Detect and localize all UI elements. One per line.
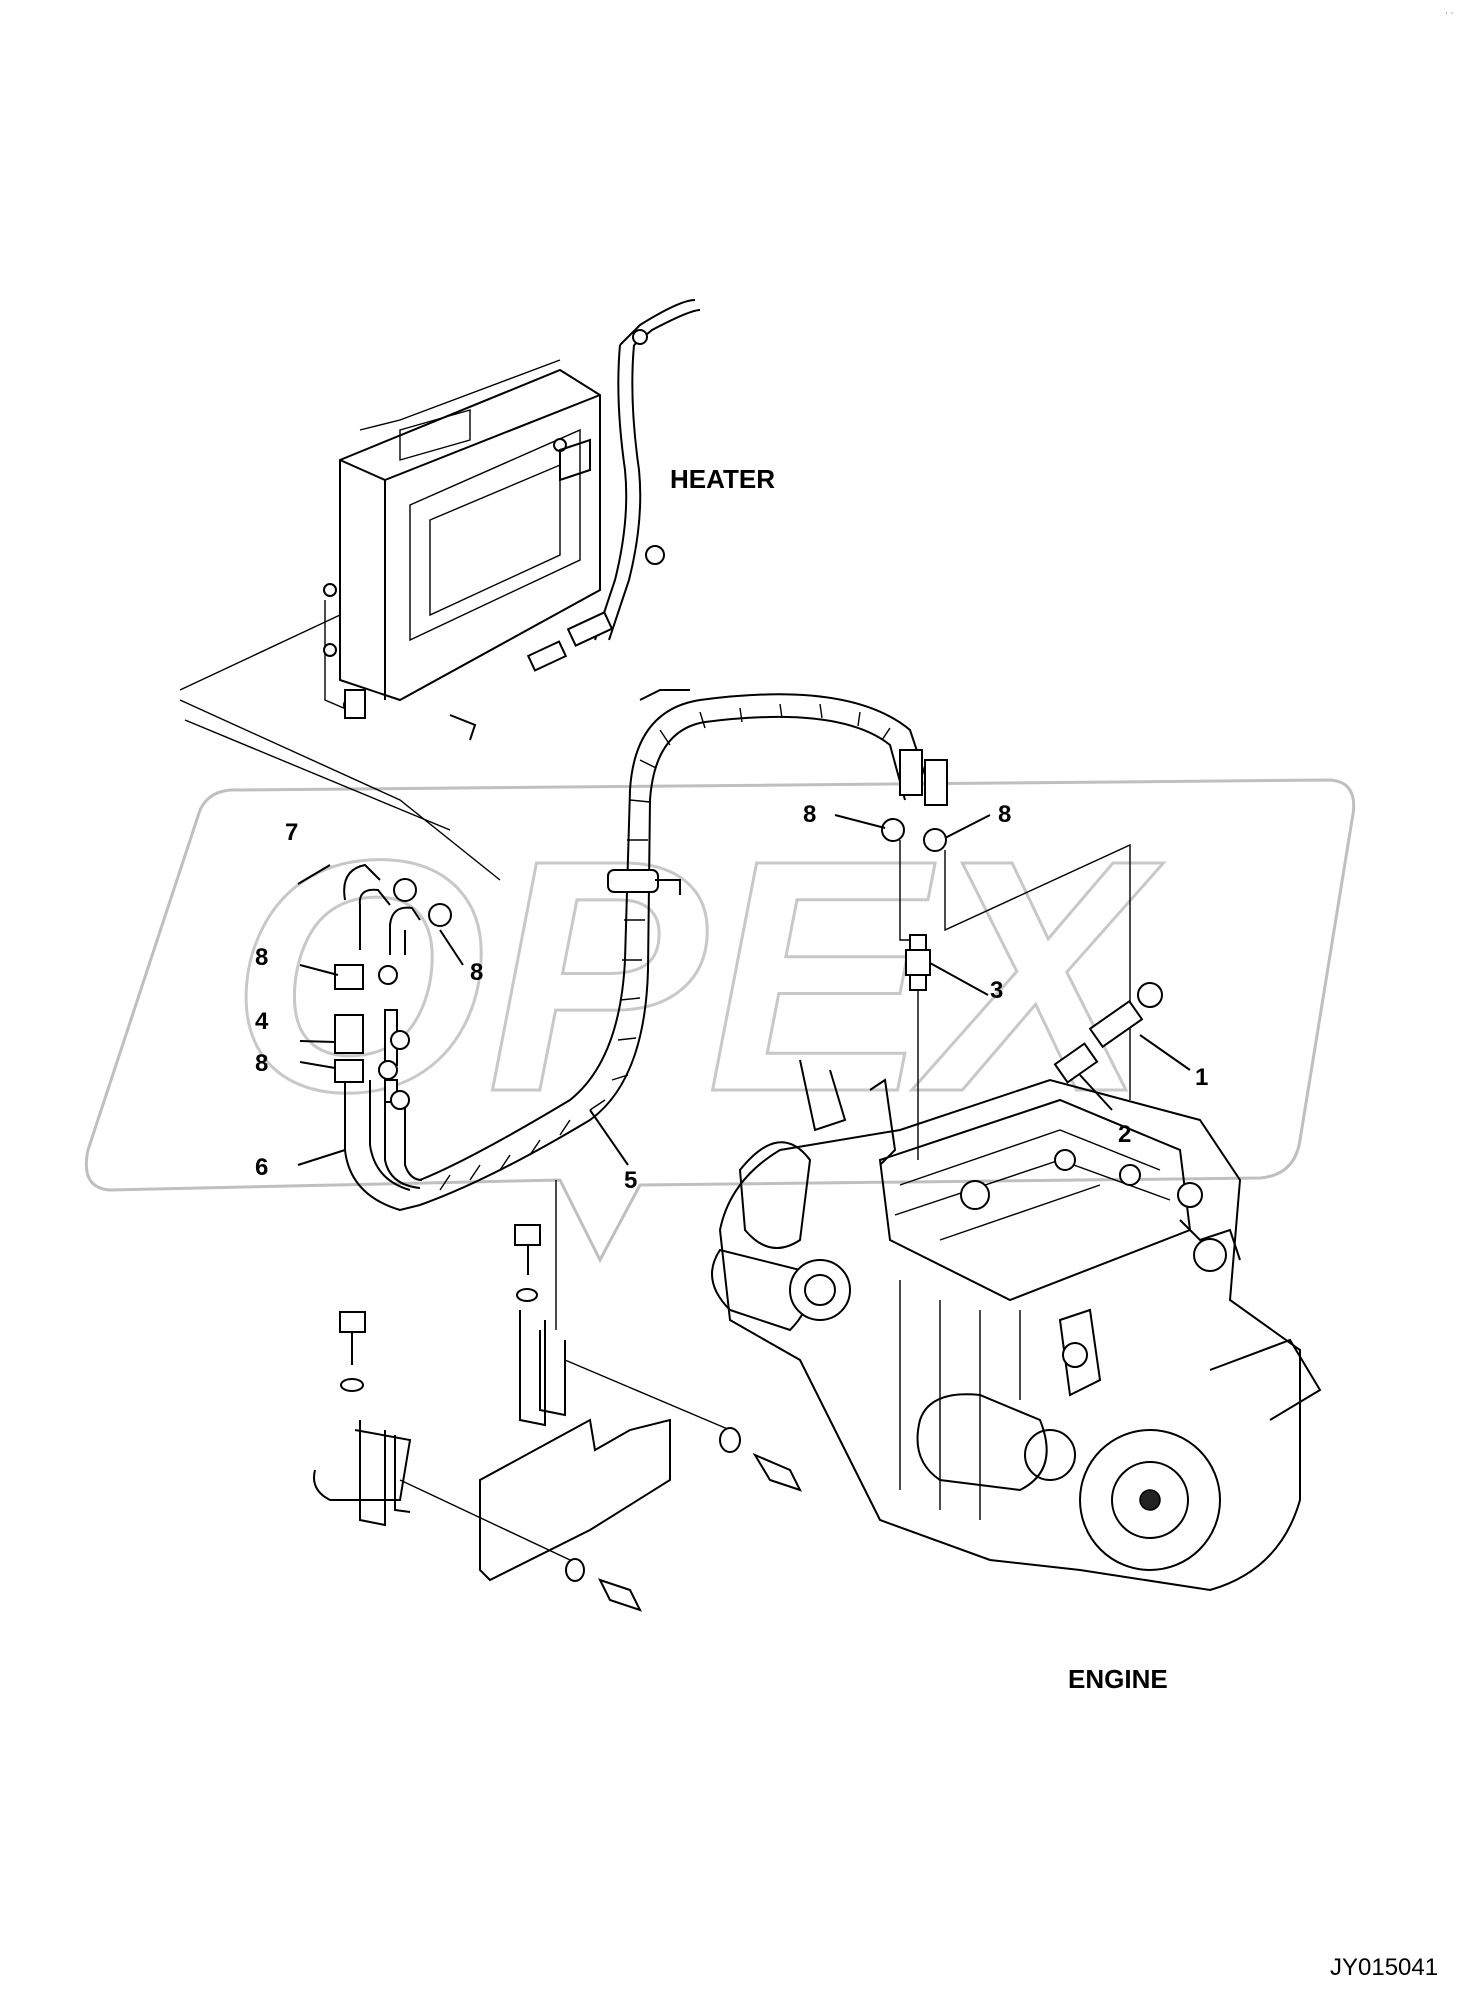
callout-8-d: 8 [803,801,816,828]
callout-4: 4 [255,1008,269,1035]
callout-8-a: 8 [255,944,268,971]
hose-assembly-part-5 [419,689,948,1206]
callout-7: 7 [285,819,298,846]
callout-6: 6 [255,1154,268,1181]
callout-1: 1 [1195,1064,1208,1091]
callout-2: 2 [1118,1121,1131,1148]
heater-label: HEATER [670,464,775,494]
connector-parts [905,934,1163,1160]
corner-mark: · · [1445,9,1454,19]
drawing-code: JY015041 [1330,1954,1438,1981]
callout-8-c: 8 [255,1050,268,1077]
fittings-cluster [334,818,1131,1110]
heater-unit [179,299,701,881]
mounting-hardware [313,1180,802,1612]
callout-3: 3 [990,977,1003,1004]
callout-8-e: 8 [998,801,1011,828]
engine-label: ENGINE [1068,1664,1168,1694]
leader-lines [297,814,1191,1166]
callout-5: 5 [624,1167,637,1194]
hose-part-6 [344,1080,423,1212]
watermark-logo: OPEX [84,778,1356,1264]
callout-8-b: 8 [470,959,483,986]
engine-block [711,1059,1322,1592]
